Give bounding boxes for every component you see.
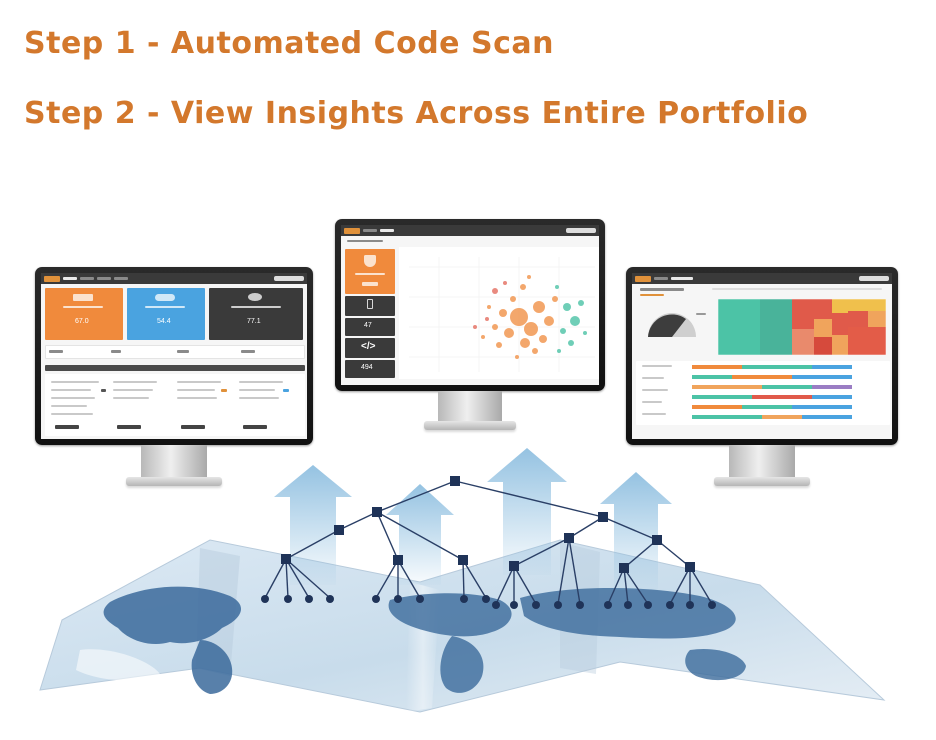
search-input[interactable] — [274, 276, 304, 281]
sidebar-orange-card[interactable] — [345, 249, 395, 294]
bubble-chart-screen: 47 </> 494 — [341, 225, 599, 385]
right-monitor — [626, 267, 898, 489]
app-logo — [44, 275, 60, 282]
kpi-card-3[interactable]: 77.1 — [209, 288, 303, 340]
sidebar-value-1: 47 — [364, 322, 372, 329]
portfolio-overview-screen: 67.0 54.4 77.1 — [41, 273, 307, 439]
app-topbar — [41, 273, 307, 284]
tree-nodes — [261, 476, 716, 609]
sidebar-device-card[interactable] — [345, 296, 395, 316]
code-icon: </> — [361, 341, 376, 352]
left-monitor: 67.0 54.4 77.1 — [35, 267, 313, 489]
kpi-value-3: 77.1 — [247, 318, 261, 325]
sidebar-value-2: 494 — [361, 364, 373, 371]
kpi-card-2[interactable]: 54.4 — [127, 288, 205, 340]
kpi-value-1: 67.0 — [75, 318, 89, 325]
step-2-heading: Step 2 - View Insights Across Entire Por… — [24, 96, 809, 131]
kpi-card-1[interactable]: 67.0 — [45, 288, 123, 340]
center-monitor: 47 </> 494 — [335, 219, 605, 433]
kpi-value-2: 54.4 — [157, 318, 171, 325]
portfolio-hierarchy-tree — [264, 480, 713, 605]
world-map — [39, 539, 886, 713]
search-input[interactable] — [566, 228, 596, 233]
step-1-heading: Step 1 - Automated Code Scan — [24, 26, 554, 61]
software-composition-screen — [632, 273, 892, 439]
sidebar-code-card[interactable]: </> — [345, 338, 395, 358]
bubble-chart — [399, 247, 599, 379]
gauge-chart — [648, 313, 696, 337]
treemap-chart — [718, 299, 886, 355]
stacked-bars — [692, 365, 852, 419]
search-input[interactable] — [859, 276, 889, 281]
